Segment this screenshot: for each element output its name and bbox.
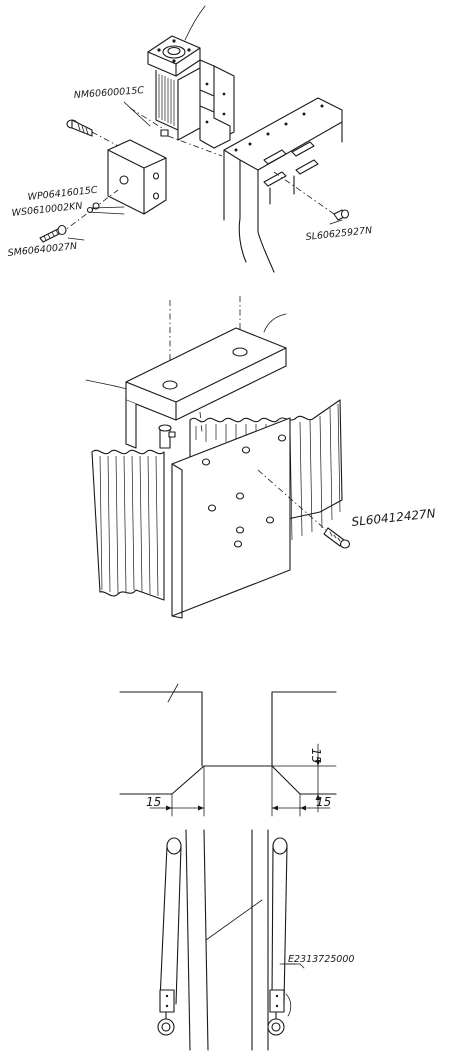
label-nm60600015c: NM60600015C xyxy=(73,85,144,101)
label-sl60412427n: SL60412427N xyxy=(351,506,436,529)
stud-fitting xyxy=(159,425,175,448)
label-e2313725000: E2313725000 xyxy=(288,954,354,965)
screw-left xyxy=(40,226,66,243)
figure-2-plate-assembly: SL60412427N xyxy=(86,296,436,618)
mounting-block xyxy=(108,140,166,214)
figure-4-cable-routing: E2313725000 xyxy=(158,830,354,1050)
figure-3-chamfer-detail: 15 15 15 xyxy=(120,684,336,816)
cable-left xyxy=(158,838,181,1035)
label-sm60640027n: SM60640027N xyxy=(7,241,77,259)
cable-right xyxy=(268,838,291,1035)
label-ws0610002kn: WS0610002KN xyxy=(11,201,83,219)
bolt-right xyxy=(334,210,349,220)
label-wp06416015c: WP06416015C xyxy=(27,185,98,203)
bolt-top-left xyxy=(67,120,92,136)
figure-1-bracket-assembly: NM60600015C WP06416015C WS0610002KN SM60… xyxy=(7,6,373,272)
bolt-plate xyxy=(324,528,350,548)
dim-right-15: 15 xyxy=(316,795,331,809)
dim-left-15: 15 xyxy=(146,795,161,809)
dim-height-15: 15 xyxy=(309,748,323,763)
label-sl60625927n: SL60625927N xyxy=(305,225,373,243)
